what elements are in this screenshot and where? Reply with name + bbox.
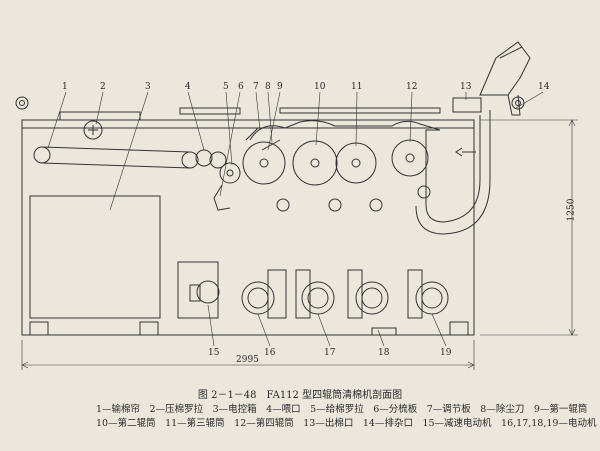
top-plate-right [279,107,441,114]
lifting-ring-right-inner [515,100,521,106]
part-number-10: 10 [314,82,326,92]
beater-cylinder-2 [292,140,338,186]
motor-16-mount [267,269,287,319]
legend-line-2: 10—第二辊筒 11—第三辊筒 12—第四辊筒 13—出棉口 14—排杂口 15… [96,418,597,429]
beater-cover [249,120,441,141]
part-number-4: 4 [185,82,191,92]
beater-cylinder-3 [335,142,377,184]
part-number-9: 9 [277,82,283,92]
lifting-ring-left-inner [19,100,25,106]
part-number-16: 16 [264,348,276,358]
dust-knife [261,139,281,151]
top-plate-left [59,111,141,121]
feed-nip-roller-upper [195,149,213,167]
motor-19-mount [407,269,423,319]
motor-19-inner [421,287,443,309]
flow-arrow-head [455,147,463,157]
beater-cylinder-4-hub [405,153,415,163]
top-plate-middle [179,107,241,115]
cotton-outlet [452,97,482,113]
grid-roller-d [417,185,431,199]
part-number-13: 13 [460,82,472,92]
part-number-1: 1 [62,82,68,92]
feed-lattice-roller-left [33,146,51,164]
leader-lines [47,91,544,347]
outlet-duct-outer [415,110,491,235]
figure-caption: 图 2－1－48 FA112 型四辊筒清棉机剖面图 [197,390,403,401]
outlet-hood [479,41,531,96]
gear-motor-box [189,284,201,302]
motor-16-inner [247,287,269,309]
part-number-15: 15 [208,348,220,358]
motor-19 [415,281,449,315]
beater-cylinder-1 [242,141,286,185]
pressing-roller [83,120,103,140]
beater-cylinder-3-hub [351,158,361,168]
waste-outlet [507,94,521,116]
dimension-lines [21,119,578,370]
part-number-11: 11 [351,82,363,92]
part-number-19: 19 [440,348,452,358]
part-number-6: 6 [238,82,244,92]
motor-17-inner [307,287,329,309]
length-dimension-label: 2995 [236,355,259,365]
grid-roller-c [369,198,383,212]
carding-plate [213,184,231,211]
part-number-8: 8 [265,82,271,92]
foot-4 [449,321,469,336]
part-number-5: 5 [223,82,229,92]
motor-18-inner [361,287,383,309]
feed-nip-roller-lower [209,151,227,169]
outlet-hood-rib [499,46,523,59]
part-number-17: 17 [324,348,336,358]
motor-16 [241,281,275,315]
height-dimension-label: 1250 [566,198,577,222]
feed-lattice-roller-right [181,151,199,169]
part-number-12: 12 [406,82,418,92]
beater-cylinder-4 [391,139,429,177]
motor-18 [355,281,389,315]
outlet-duct-curve [425,115,481,223]
legend-line-1: 1—输棉帘 2—压棉罗拉 3—电控箱 4—喂口 5—给棉罗拉 6—分梳板 7—调… [96,404,588,415]
motor-17-mount [295,269,311,319]
machine-frame [21,119,475,336]
part-number-3: 3 [145,82,151,92]
part-number-18: 18 [378,348,390,358]
beater-cylinder-1-hub [259,158,269,168]
grid-roller-b [328,198,342,212]
control-box [29,195,161,319]
adjusting-plate [245,127,270,141]
feed-lattice-bottom [41,162,191,169]
feed-lattice-top [41,146,191,153]
feed-roller-hub [226,169,234,177]
motor-17 [301,281,335,315]
grid-roller-a [276,198,290,212]
motor-18-mount [347,269,363,319]
foot-3 [371,327,397,336]
foot-2 [139,321,159,336]
lifting-ring-left [15,96,29,110]
part-number-14: 14 [538,82,550,92]
part-number-2: 2 [100,82,106,92]
part-number-7: 7 [253,82,259,92]
gear-motor [196,280,220,304]
beater-cylinder-2-hub [310,158,320,168]
feed-roller [219,162,241,184]
gear-motor-housing [177,261,219,319]
foot-1 [29,321,49,336]
